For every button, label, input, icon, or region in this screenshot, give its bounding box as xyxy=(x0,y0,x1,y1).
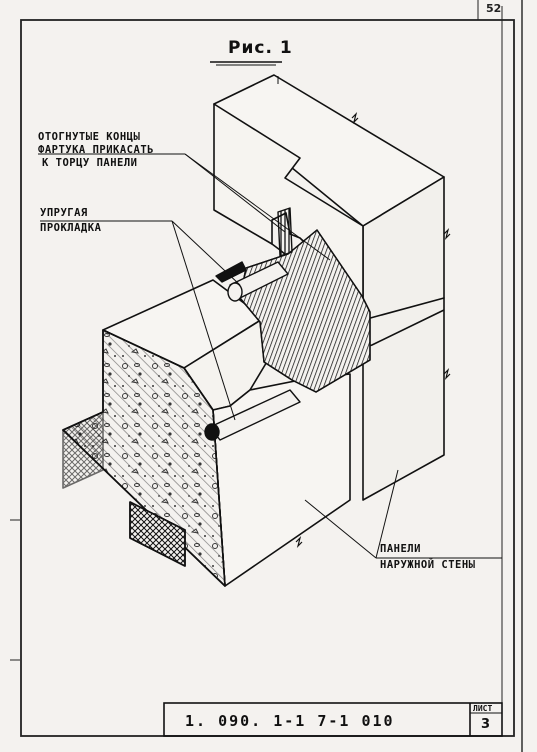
page-number: 52 xyxy=(486,2,502,15)
callout-gasket-line2: ПРОКЛАДКА xyxy=(40,222,102,234)
lower-panel-block xyxy=(362,297,445,501)
callout-apron-line2: ФАРТУКА ПРИКАСАТЬ xyxy=(38,144,154,156)
leader-lines xyxy=(38,76,502,559)
callout-panel-line2: НАРУЖНОЙ СТЕНЫ xyxy=(380,559,476,571)
callout-gasket-line1: УПРУГАЯ xyxy=(40,207,88,219)
sheet-number: 3 xyxy=(481,717,491,732)
sheet-label: ЛИСТ xyxy=(473,704,493,713)
callout-apron-line3: К ТОРЦУ ПАНЕЛИ xyxy=(42,157,138,169)
figure-title: Рис. 1 xyxy=(228,38,293,58)
break-marks xyxy=(295,112,451,548)
callout-panel-line1: ПАНЕЛИ xyxy=(380,543,421,555)
callout-apron-line1: ОТОГНУТЫЕ КОНЦЫ xyxy=(38,131,141,143)
joint-detail xyxy=(204,207,371,441)
drawing-code: 1. 090. 1-1 7-1 010 xyxy=(185,712,395,730)
title-block xyxy=(163,702,503,737)
